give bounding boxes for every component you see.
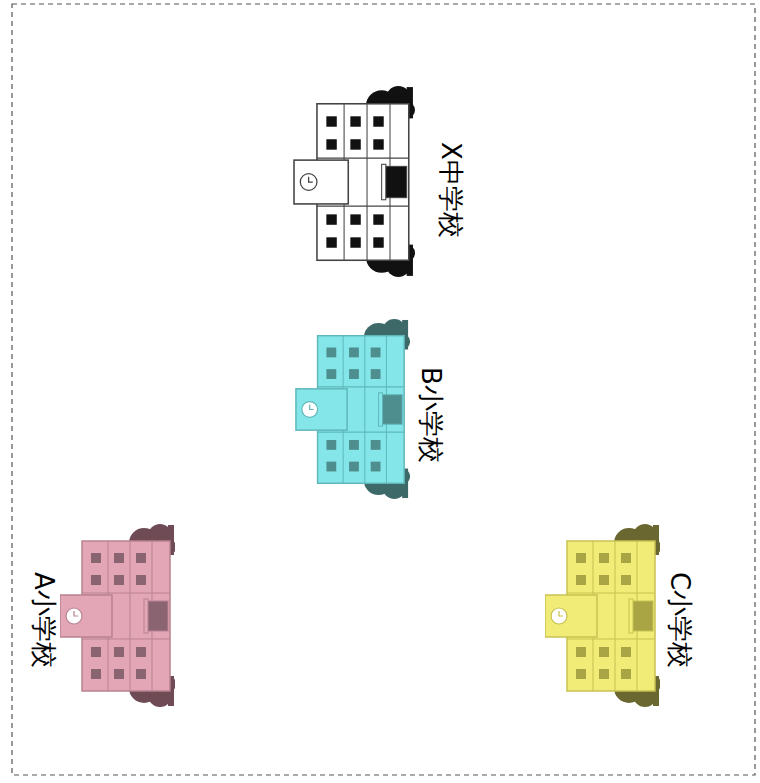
school-label: C小学校 — [664, 570, 697, 671]
school-name: X中学校 — [437, 142, 466, 238]
school-building — [545, 524, 661, 707]
school-building — [294, 86, 415, 277]
school-label: X中学校 — [435, 140, 468, 240]
school-label: B小学校 — [415, 365, 448, 465]
school-label: A小学校 — [28, 570, 61, 670]
school-name: A小学校 — [30, 572, 59, 668]
map-border — [12, 4, 755, 775]
school-building — [60, 524, 176, 707]
school-name: B小学校 — [417, 367, 446, 463]
school-building — [296, 319, 410, 499]
school-name: C小学校 — [666, 572, 695, 668]
